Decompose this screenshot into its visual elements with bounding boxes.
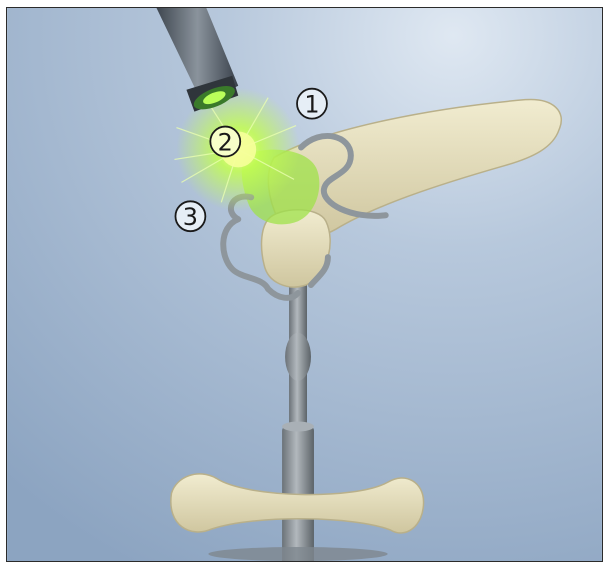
- marker-2: 2: [210, 127, 240, 157]
- marker-1: 1: [297, 89, 327, 119]
- base-plate: [208, 547, 387, 561]
- marker-3: 3: [175, 201, 205, 231]
- marker-3-label: 3: [183, 203, 198, 231]
- marker-1-label: 1: [304, 91, 319, 119]
- marker-2-label: 2: [218, 128, 233, 156]
- figure-frame: 1 2 3: [6, 7, 603, 562]
- anatomical-illustration: 1 2 3: [7, 8, 602, 561]
